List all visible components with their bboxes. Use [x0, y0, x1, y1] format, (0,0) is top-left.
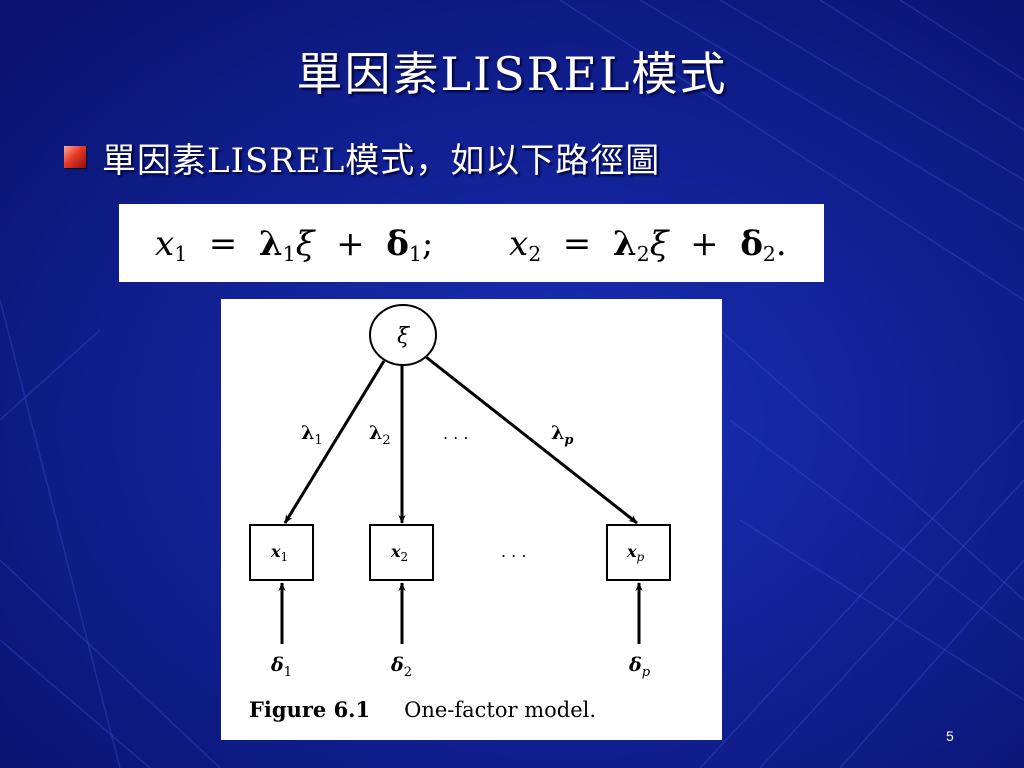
eq1-xi: ξ: [295, 224, 315, 264]
eq2-delta-sub: 2: [762, 242, 776, 267]
figure-caption-number: Figure 6.1: [249, 697, 371, 722]
path-diagram: ξ λ1 λ2 . . . λp x1 x2 . . . xp δ1 δ2 δp: [249, 304, 671, 680]
eq2-plus: +: [690, 224, 719, 264]
latent-factor-label: ξ: [397, 324, 411, 349]
indicator-ellipsis: . . .: [501, 542, 526, 561]
eq2-delta: δ: [740, 224, 763, 264]
figure-caption-text: One-factor model.: [404, 698, 597, 722]
loading-ellipsis: . . .: [443, 424, 468, 443]
path-diagram-figure: ξ λ1 λ2 . . . λp x1 x2 . . . xp δ1 δ2 δp…: [221, 299, 722, 740]
eq2-lhs-sub: 2: [528, 242, 542, 267]
error-label-2: δ2: [390, 654, 412, 680]
slide-title: 單因素LISREL模式: [296, 47, 728, 101]
bullet-item: 單因素LISREL模式，如以下路徑圖: [64, 132, 660, 182]
eq1-delta-sub: 1: [408, 242, 422, 267]
loading-label-1: λ1: [301, 422, 323, 448]
equation-box: x1 = λ1ξ + δ1; x2 = λ2ξ + δ2.: [119, 204, 824, 282]
error-label-1: δ1: [270, 654, 292, 680]
indicator-box-2: [369, 524, 434, 581]
eq1-lambda-sub: 1: [282, 242, 296, 267]
loading-arrow-1: [283, 360, 386, 524]
equation-2: x2 = λ2ξ + δ2.: [509, 224, 787, 266]
bullet-square-icon: [64, 146, 86, 168]
indicator-label-p: xp: [626, 542, 645, 564]
bullet-text: 單因素LISREL模式，如以下路徑圖: [102, 140, 661, 181]
indicator-box-1: [249, 524, 314, 581]
eq1-plus: +: [336, 224, 365, 264]
eq1-lambda: λ: [258, 224, 283, 264]
eq2-end: .: [775, 224, 787, 264]
figure-caption: Figure 6.1 One-factor model.: [249, 697, 596, 722]
page-number: 5: [946, 728, 954, 744]
eq1-lhs-sub: 1: [174, 242, 188, 267]
eq1-delta: δ: [386, 224, 409, 264]
eq2-xi: ξ: [649, 224, 669, 264]
indicator-label-1: x1: [270, 542, 288, 564]
loading-label-p: λp: [551, 422, 573, 448]
eq1-equals: =: [208, 224, 238, 264]
eq2-lambda-sub: 2: [636, 242, 650, 267]
equation-1: x1 = λ1ξ + δ1;: [155, 224, 433, 266]
eq2-lambda: λ: [612, 224, 637, 264]
eq2-equals: =: [562, 224, 592, 264]
eq1-lhs: x: [155, 224, 175, 264]
eq1-end: ;: [421, 224, 434, 264]
indicator-label-2: x2: [390, 542, 408, 564]
loading-arrow-p: [425, 355, 638, 525]
eq2-lhs: x: [509, 224, 529, 264]
indicator-box-p: [606, 524, 671, 581]
loading-label-2: λ2: [369, 422, 391, 448]
error-label-p: δp: [628, 654, 651, 680]
